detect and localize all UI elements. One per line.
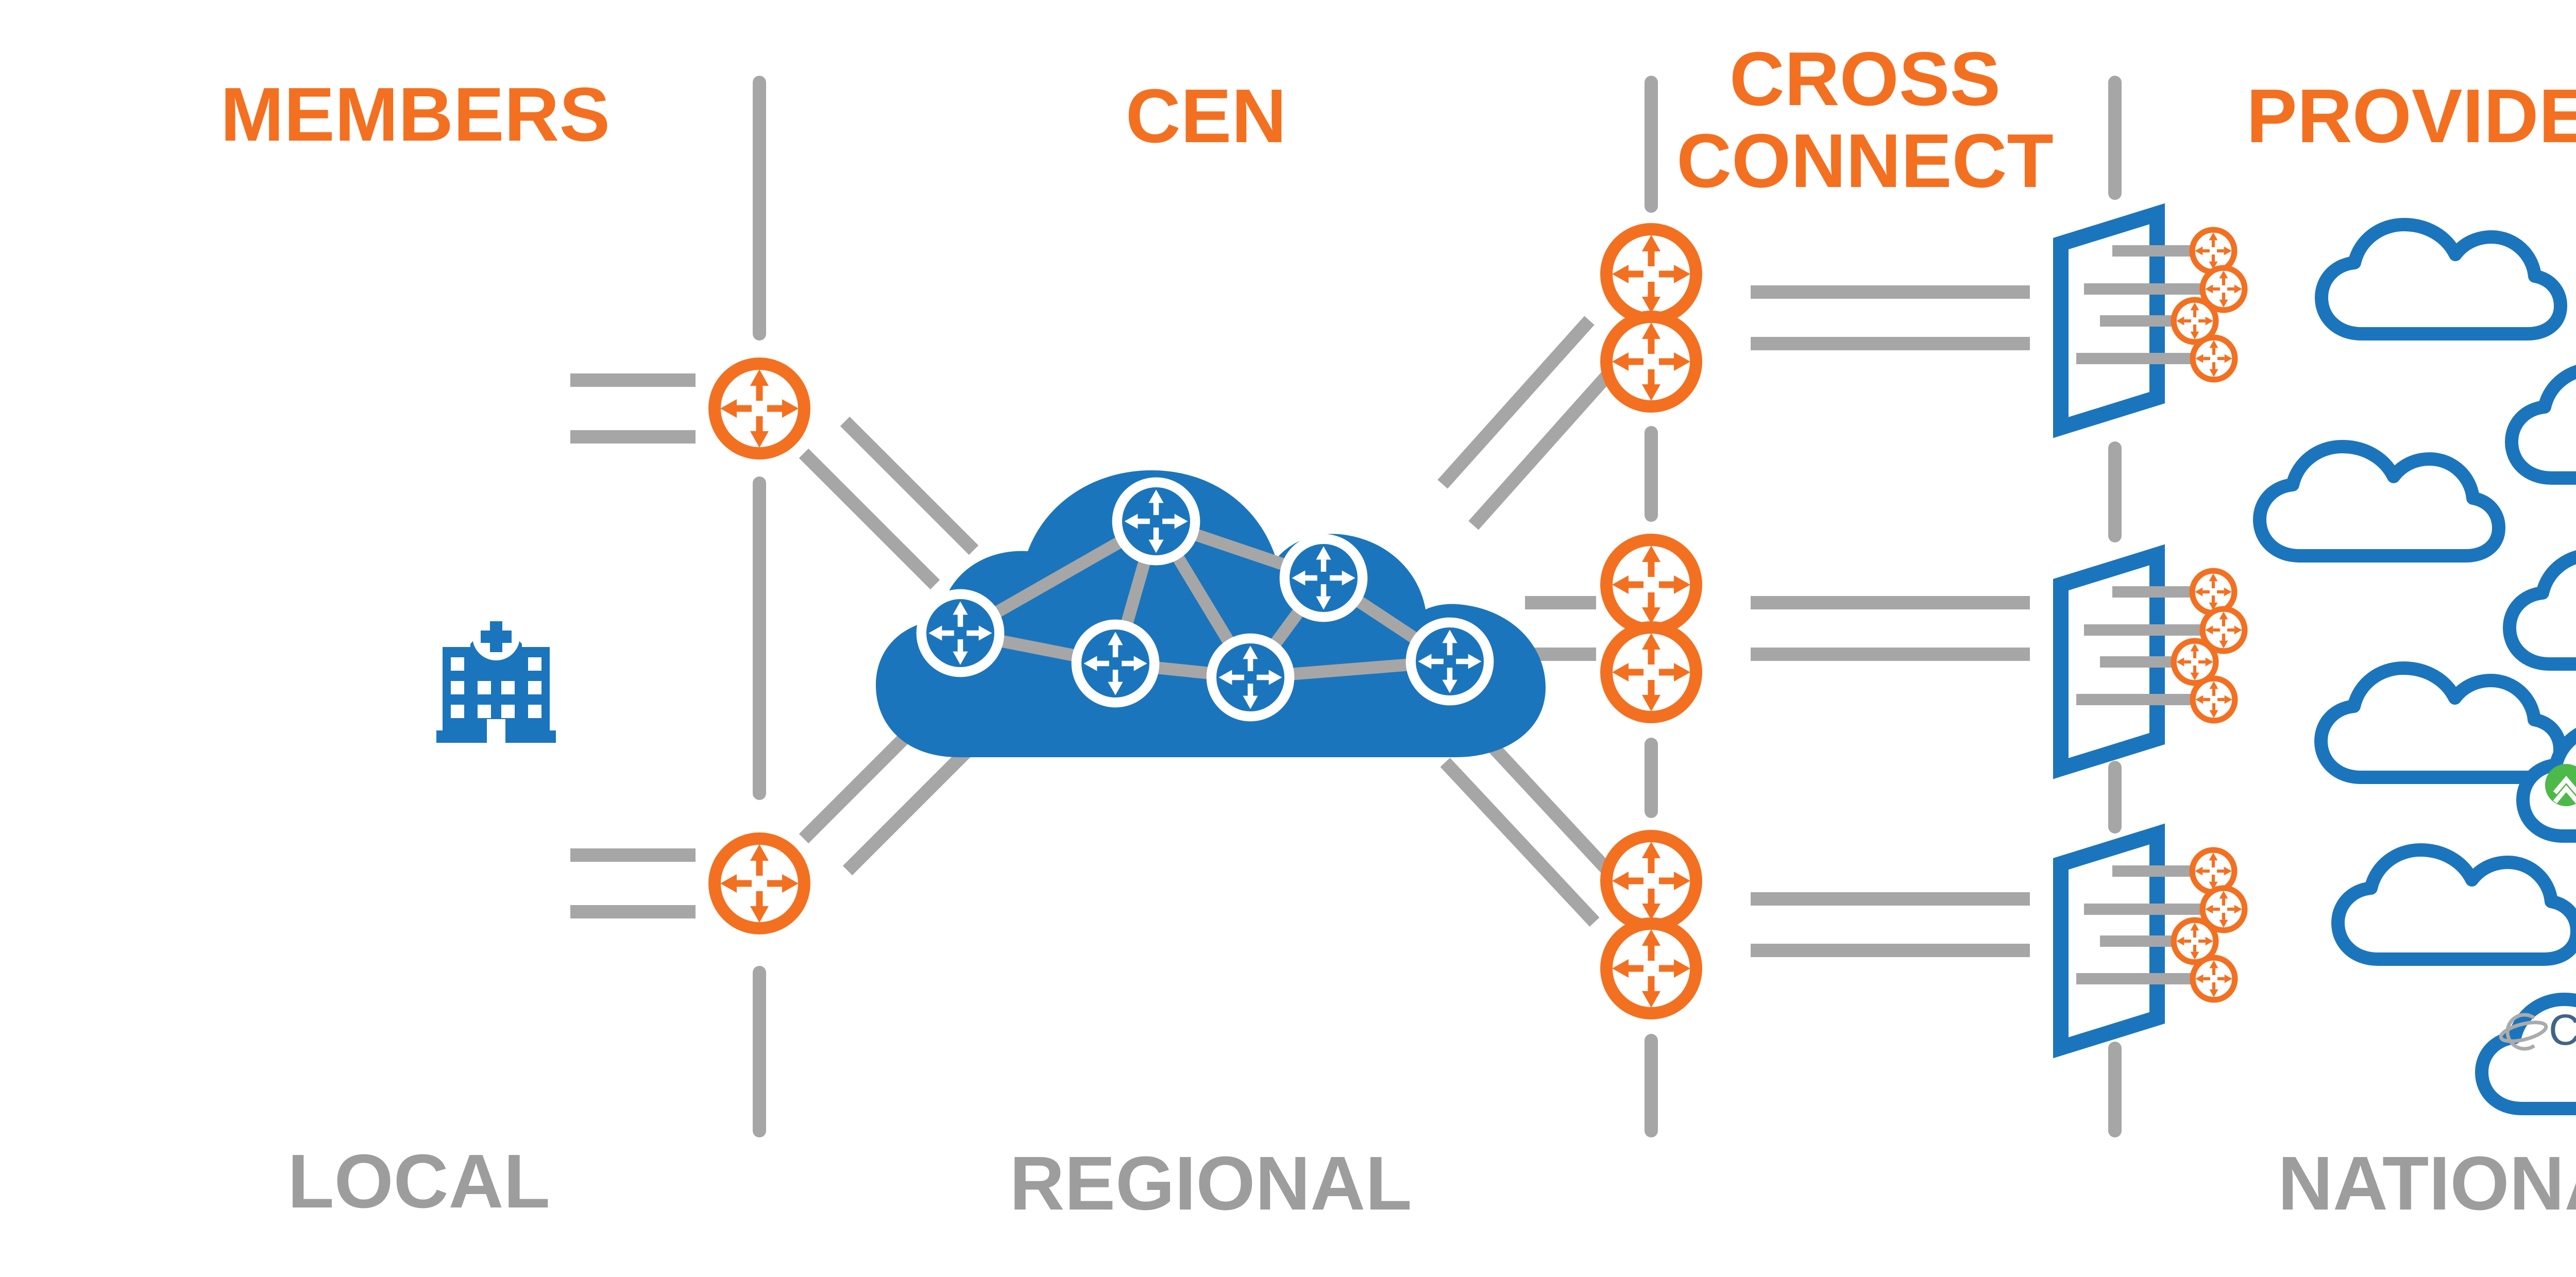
crossconnect-router-pair <box>1606 836 1696 1013</box>
crossconnect-router-icon <box>1606 229 1696 319</box>
provider-cloud-icon <box>2512 369 2576 478</box>
cen-header: CEN <box>1126 74 1286 159</box>
member-uplink-lines-bottom <box>570 848 696 918</box>
wasabi-leaf-icon <box>2545 764 2576 806</box>
crossconnect-router-pair <box>1606 540 1696 717</box>
panel-port-router-icon <box>2193 678 2235 721</box>
crossconnect-to-panel-lines <box>1751 285 2030 957</box>
cross-connect-header-line1: CROSS <box>1730 37 2001 122</box>
providers-header: PROVIDERS <box>2246 74 2576 159</box>
cen-to-crossconnect-links <box>1437 316 1620 927</box>
crossconnect-router-icon <box>1606 924 1696 1013</box>
cross-connect-header-line2: CONNECT <box>1676 118 2054 203</box>
crossconnect-router-icon <box>1606 836 1696 926</box>
cyrusone-globe-icon <box>2499 1013 2548 1051</box>
cyrusone-logo-text: CyrusOne. <box>2549 1006 2576 1054</box>
crossconnect-router-pair <box>1606 229 1696 406</box>
provider-cloud-icon <box>2510 555 2576 664</box>
provider-clouds: wasabi CyrusOne. <box>2260 225 2576 1109</box>
cen-core-router-icon <box>1117 482 1195 560</box>
member-router-icon <box>715 839 804 928</box>
member-uplink-lines-top <box>570 373 696 444</box>
provider-cloud-icon <box>2321 668 2560 777</box>
patch-panel-group <box>2053 203 2245 438</box>
patch-panel-group <box>2053 544 2245 779</box>
provider-cloud-icon <box>2321 225 2561 334</box>
wasabi-provider-cloud: wasabi <box>2523 727 2576 836</box>
cen-core-router-icon <box>1211 638 1289 716</box>
panel-port-router-icon <box>2193 958 2235 1000</box>
cen-core-router-icon <box>1284 539 1362 617</box>
cen-core-router-icon <box>1411 622 1488 700</box>
panel-port-router-icon <box>2193 337 2235 380</box>
tier-label-regional: REGIONAL <box>1009 1141 1412 1226</box>
cen-core-router-icon <box>1076 624 1154 702</box>
member-router-icon <box>715 364 804 453</box>
tier-label-national: NATIONAL <box>2278 1141 2576 1226</box>
tier-label-local: LOCAL <box>287 1139 550 1224</box>
members-header: MEMBERS <box>221 72 610 157</box>
crossconnect-router-icon <box>1606 540 1696 629</box>
patch-panel-group <box>2053 823 2245 1059</box>
provider-cloud-icon <box>2338 850 2576 959</box>
crossconnect-router-icon <box>1606 627 1696 717</box>
provider-cloud-icon <box>2260 447 2499 556</box>
cen-core-router-icon <box>921 594 999 672</box>
crossconnect-router-icon <box>1606 317 1696 406</box>
medical-cross-icon <box>481 621 512 652</box>
hospital-icon <box>436 613 556 743</box>
cyrusone-provider-cloud: CyrusOne. <box>2482 999 2576 1109</box>
